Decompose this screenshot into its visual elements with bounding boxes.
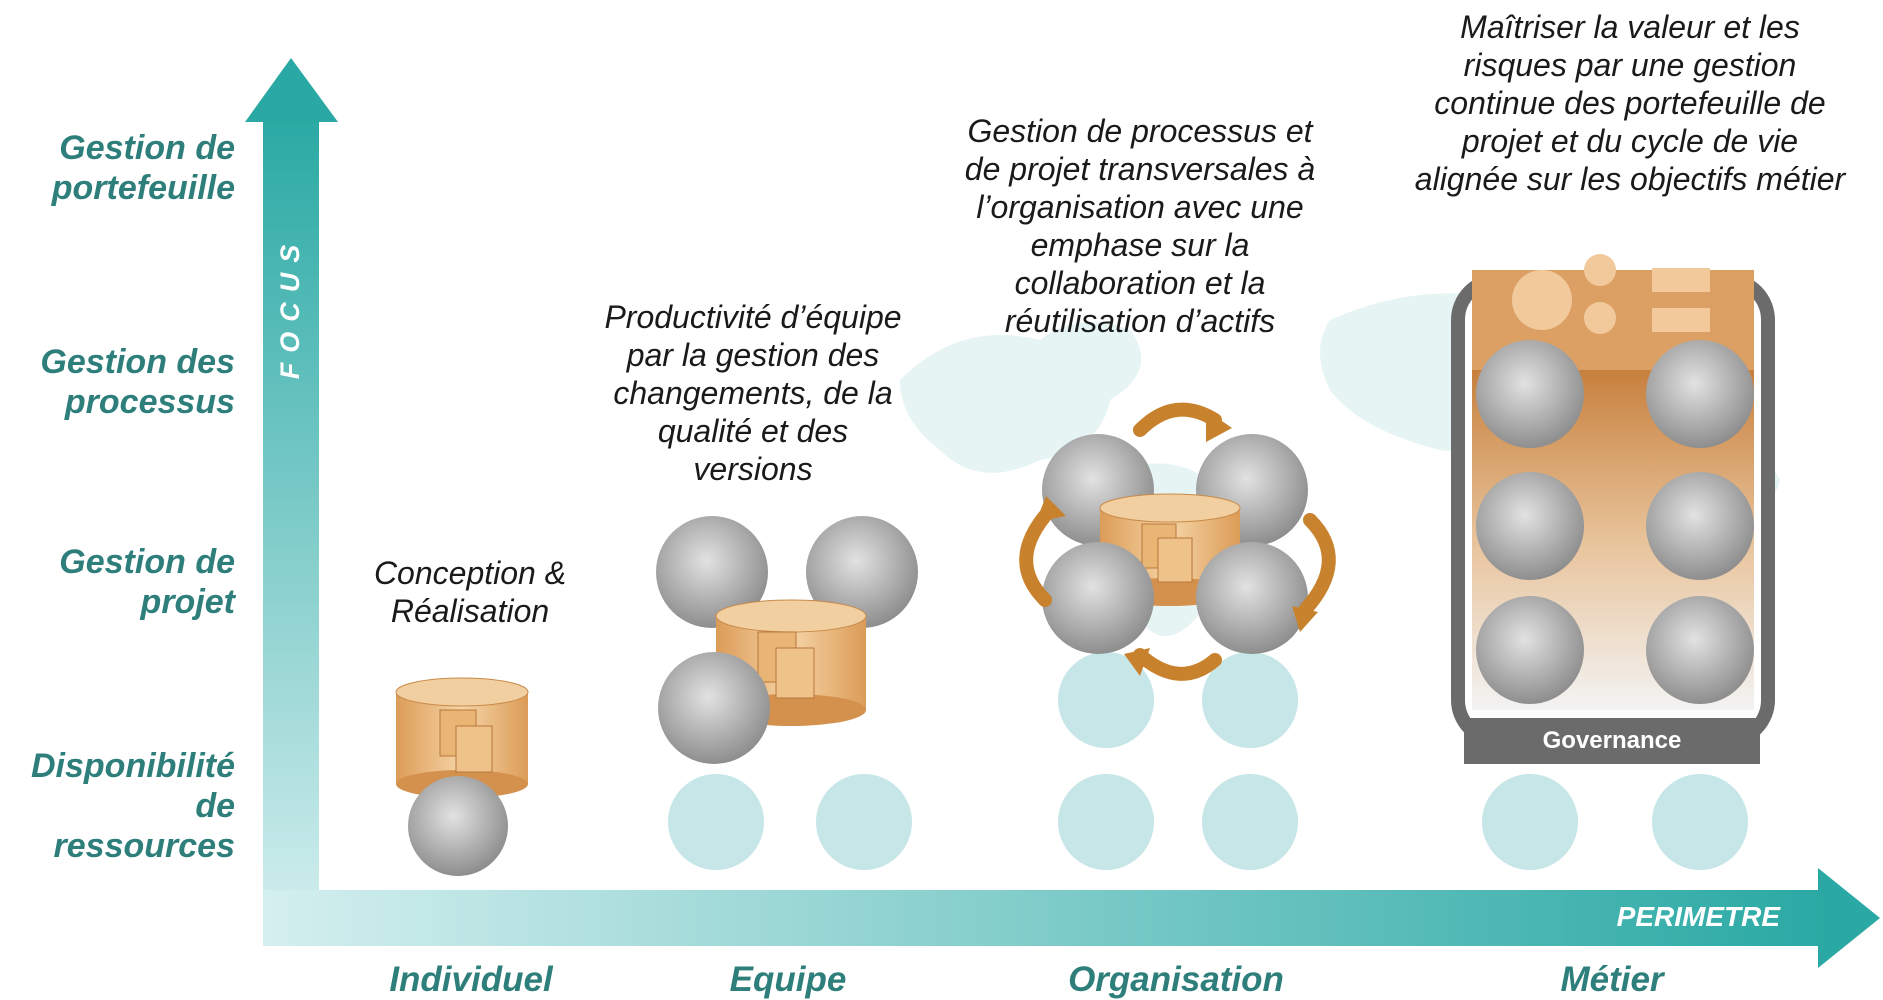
person-avatar	[656, 516, 768, 628]
organisation-stage-graphic	[1019, 402, 1336, 681]
stage-description-individual: Conception & Réalisation	[373, 555, 567, 629]
y-level-process-management: Gestion des processus	[40, 343, 235, 421]
person-avatar	[1646, 596, 1754, 704]
repository-icon	[395, 677, 529, 798]
y-axis-arrow	[245, 58, 338, 938]
person-avatar	[1476, 340, 1584, 448]
person-avatar	[806, 516, 918, 628]
person-avatar	[1646, 340, 1754, 448]
person-avatar	[408, 776, 508, 876]
team-stage-graphic	[656, 516, 918, 764]
x-level-team: Equipe	[729, 960, 847, 999]
governance-bar	[1464, 718, 1760, 764]
person-avatar	[1196, 542, 1308, 654]
stage-description-business: Maîtriser la valeur et les risques par u…	[1414, 9, 1846, 197]
person-avatar	[658, 652, 770, 764]
x-level-individual: Individuel	[389, 960, 553, 999]
governance-label: Governance	[1542, 727, 1682, 754]
dashboard-icon	[1512, 254, 1710, 334]
person-avatar	[1476, 596, 1584, 704]
y-level-portfolio-management: Gestion de portefeuille	[51, 129, 235, 207]
stage-description-organisation: Gestion de processus et de projet transv…	[964, 113, 1316, 339]
person-avatar	[1646, 472, 1754, 580]
person-avatar	[1476, 472, 1584, 580]
cycle-arrowheads	[1036, 410, 1318, 676]
person-avatar	[1042, 542, 1154, 654]
y-axis-title: FOCUS	[274, 234, 305, 380]
individual-stage-graphic	[395, 677, 529, 876]
business-stage-graphic	[1451, 254, 1775, 764]
stage-description-team: Productivité d’équipe par la gestion des…	[604, 299, 902, 487]
x-level-business: Métier	[1560, 960, 1664, 999]
y-level-resource-availability: Disponibilité de ressources	[31, 747, 235, 865]
x-axis-title: PERIMETRE	[1616, 901, 1780, 932]
x-level-organisation: Organisation	[1068, 960, 1284, 999]
x-axis-arrow	[263, 868, 1880, 968]
y-level-project-management: Gestion de projet	[59, 543, 235, 621]
